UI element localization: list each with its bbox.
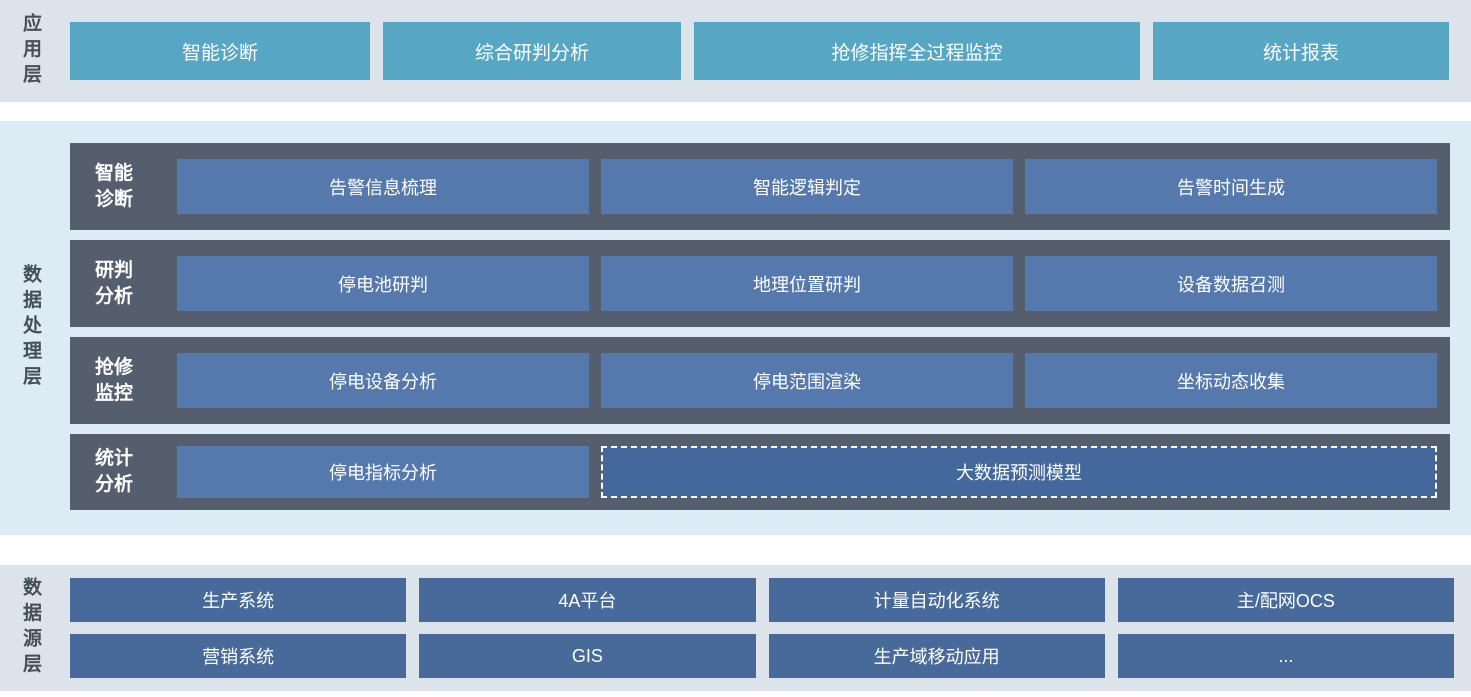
application-layer-band: 应用层 智能诊断 综合研判分析 抢修指挥全过程监控 统计报表: [0, 0, 1471, 102]
processing-row-research-analysis: 研判分析 停电池研判 地理位置研判 设备数据召测: [70, 240, 1450, 327]
block-metering-automation-system: 计量自动化系统: [768, 578, 1105, 622]
block-ellipsis-more: ...: [1117, 634, 1454, 678]
block-production-system: 生产系统: [70, 578, 407, 622]
block-alarm-time-generation: 告警时间生成: [1025, 159, 1437, 214]
block-production-mobile-app: 生产域移动应用: [768, 634, 1105, 678]
app-block-comprehensive-analysis: 综合研判分析: [383, 22, 681, 80]
row-label-smart-diagnosis: 智能诊断: [95, 162, 134, 210]
processing-row-repair-monitoring: 抢修监控 停电设备分析 停电范围渲染 坐标动态收集: [70, 337, 1450, 424]
block-geolocation-research: 地理位置研判: [601, 256, 1013, 311]
application-layer-label: 应用层: [20, 12, 41, 90]
data-processing-layer-band: 数据处理层 智能诊断 告警信息梳理 智能逻辑判定 告警时间生成 研判分析 停电池…: [0, 121, 1471, 535]
processing-layer-label-column: 数据处理层: [0, 121, 70, 535]
row-label-statistical-analysis: 统计分析: [95, 448, 134, 495]
row-label-research-analysis: 研判分析: [95, 259, 134, 307]
app-block-smart-diagnosis: 智能诊断: [70, 22, 370, 80]
source-layer-content: 生产系统 4A平台 计量自动化系统 主/配网OCS 营销系统 GIS 生产域移动…: [70, 565, 1454, 691]
data-source-layer-band: 数据源层 生产系统 4A平台 计量自动化系统 主/配网OCS 营销系统 GIS …: [0, 565, 1471, 691]
block-4a-platform: 4A平台: [419, 578, 756, 622]
block-coordinate-dynamic-collection: 坐标动态收集: [1025, 353, 1437, 408]
source-row-1: 生产系统 4A平台 计量自动化系统 主/配网OCS: [70, 578, 1454, 622]
block-gis: GIS: [419, 634, 756, 678]
block-outage-device-analysis: 停电设备分析: [177, 353, 589, 408]
block-bigdata-prediction-model: 大数据预测模型: [600, 446, 1437, 498]
row-items: 停电设备分析 停电范围渲染 坐标动态收集: [177, 353, 1450, 408]
row-label-repair-monitoring: 抢修监控: [95, 356, 134, 404]
block-outage-range-rendering: 停电范围渲染: [601, 353, 1013, 408]
application-layer-content: 智能诊断 综合研判分析 抢修指挥全过程监控 统计报表: [70, 0, 1449, 102]
block-main-distribution-ocs: 主/配网OCS: [1117, 578, 1454, 622]
block-outage-research: 停电池研判: [177, 256, 589, 311]
block-smart-logic-judgment: 智能逻辑判定: [601, 159, 1013, 214]
app-block-repair-command-monitoring: 抢修指挥全过程监控: [694, 22, 1140, 80]
app-block-statistical-reports: 统计报表: [1153, 22, 1449, 80]
block-outage-indicator-analysis: 停电指标分析: [177, 446, 589, 498]
block-marketing-system: 营销系统: [70, 634, 407, 678]
processing-row-statistical-analysis: 统计分析 停电指标分析 大数据预测模型: [70, 434, 1450, 510]
block-device-data-polling: 设备数据召测: [1025, 256, 1437, 311]
source-layer-label: 数据源层: [20, 577, 41, 679]
row-items: 停电池研判 地理位置研判 设备数据召测: [177, 256, 1450, 311]
processing-layer-content: 智能诊断 告警信息梳理 智能逻辑判定 告警时间生成 研判分析 停电池研判 地理位…: [70, 121, 1450, 535]
row-items: 告警信息梳理 智能逻辑判定 告警时间生成: [177, 159, 1450, 214]
source-layer-label-column: 数据源层: [0, 565, 70, 691]
processing-row-smart-diagnosis: 智能诊断 告警信息梳理 智能逻辑判定 告警时间生成: [70, 143, 1450, 230]
block-alarm-info-sorting: 告警信息梳理: [177, 159, 589, 214]
application-layer-label-column: 应用层: [0, 0, 70, 102]
processing-layer-label: 数据处理层: [20, 264, 41, 392]
source-row-2: 营销系统 GIS 生产域移动应用 ...: [70, 634, 1454, 678]
row-items: 停电指标分析 大数据预测模型: [177, 446, 1450, 498]
